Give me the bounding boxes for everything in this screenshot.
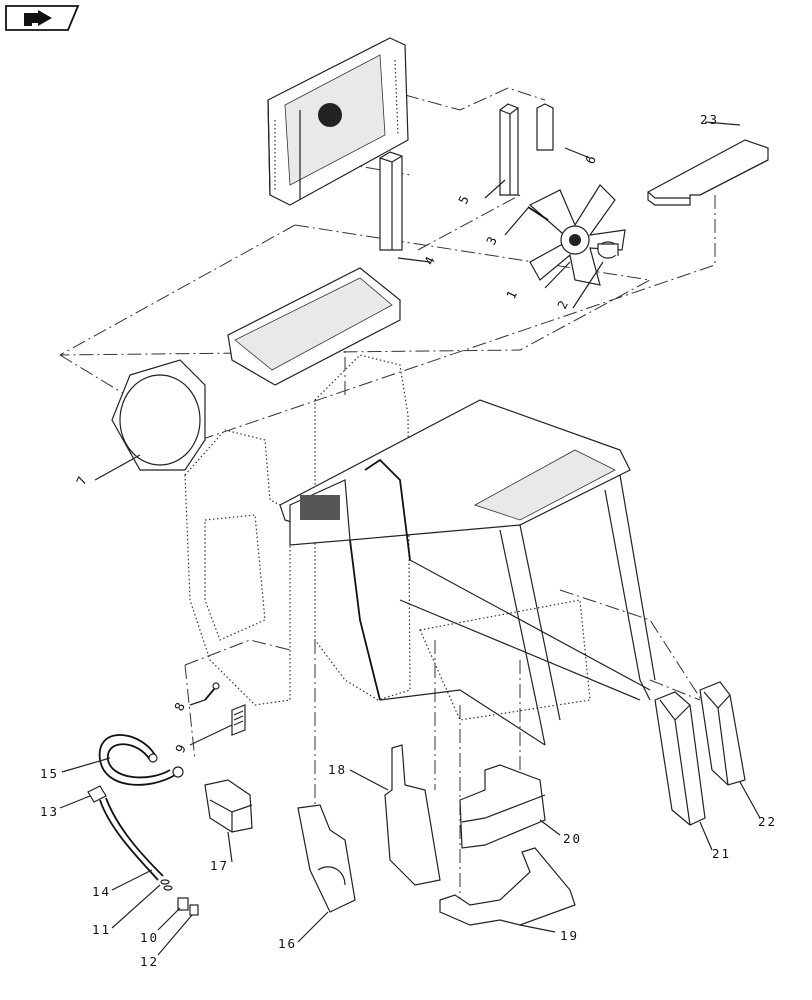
part-6-foam-block: [536, 103, 554, 151]
callout-19: 19: [560, 928, 579, 943]
callout-1: 1: [503, 286, 521, 301]
callout-4: 4: [421, 252, 439, 267]
callout-8: 8: [171, 698, 189, 713]
callout-13: 13: [40, 804, 59, 819]
callout-22: 22: [758, 814, 777, 829]
part-13-fitting: [87, 785, 107, 803]
part-10-cap: [177, 897, 189, 911]
part-20-foam-block: [459, 764, 546, 849]
part-17-foam-box: [204, 779, 253, 833]
part-1-cooling-fan: [528, 184, 626, 286]
callout-2: 2: [554, 296, 572, 311]
main-frame: [184, 354, 656, 746]
part-5-foam-block: [499, 103, 519, 196]
callout-20: 20: [563, 831, 582, 846]
callout-21: 21: [712, 846, 731, 861]
callout-17: 17: [210, 858, 229, 873]
part-14-hose: [99, 797, 164, 881]
callout-18: 18: [328, 762, 347, 777]
callout-23: 23: [700, 112, 719, 127]
callout-11: 11: [92, 922, 111, 937]
part-18-foam-panel: [384, 744, 441, 886]
part-15-hose-loop: [98, 734, 184, 786]
radiator-screen-assembly: [267, 37, 409, 206]
part-21-foam-pad: [654, 691, 706, 826]
callout-9: 9: [172, 740, 190, 755]
callout-15: 15: [40, 766, 59, 781]
part-23-seal-strip: [647, 139, 769, 206]
part-11-clamps: [160, 879, 173, 891]
top-perforated-grille: [227, 267, 401, 386]
part-9-decal: [231, 704, 246, 736]
callout-16: 16: [278, 936, 297, 951]
callout-labels: 1 2 3 4 5 6 7 8 9 10 11 12 13 14 15 16 1…: [40, 112, 777, 969]
part-22-foam-pad: [699, 681, 746, 786]
next-page-arrow-icon[interactable]: [5, 5, 80, 31]
part-3-bolt: [527, 206, 549, 221]
callout-5: 5: [455, 191, 473, 206]
callout-12: 12: [140, 954, 159, 969]
part-19-bracket-foam: [439, 847, 576, 926]
part-12-plug: [189, 904, 199, 916]
callout-3: 3: [483, 232, 501, 247]
leader-lines: [59, 121, 761, 956]
part-7-fan-shroud: [111, 359, 206, 471]
part-8-fitting: [204, 682, 220, 701]
callout-6: 6: [582, 151, 600, 166]
callout-14: 14: [92, 884, 111, 899]
callout-7: 7: [73, 472, 91, 487]
callout-10: 10: [140, 930, 159, 945]
part-16-foam-panel: [297, 804, 356, 913]
part-4-foam-block: [379, 151, 403, 251]
part-2-fan-hub: [597, 241, 619, 259]
